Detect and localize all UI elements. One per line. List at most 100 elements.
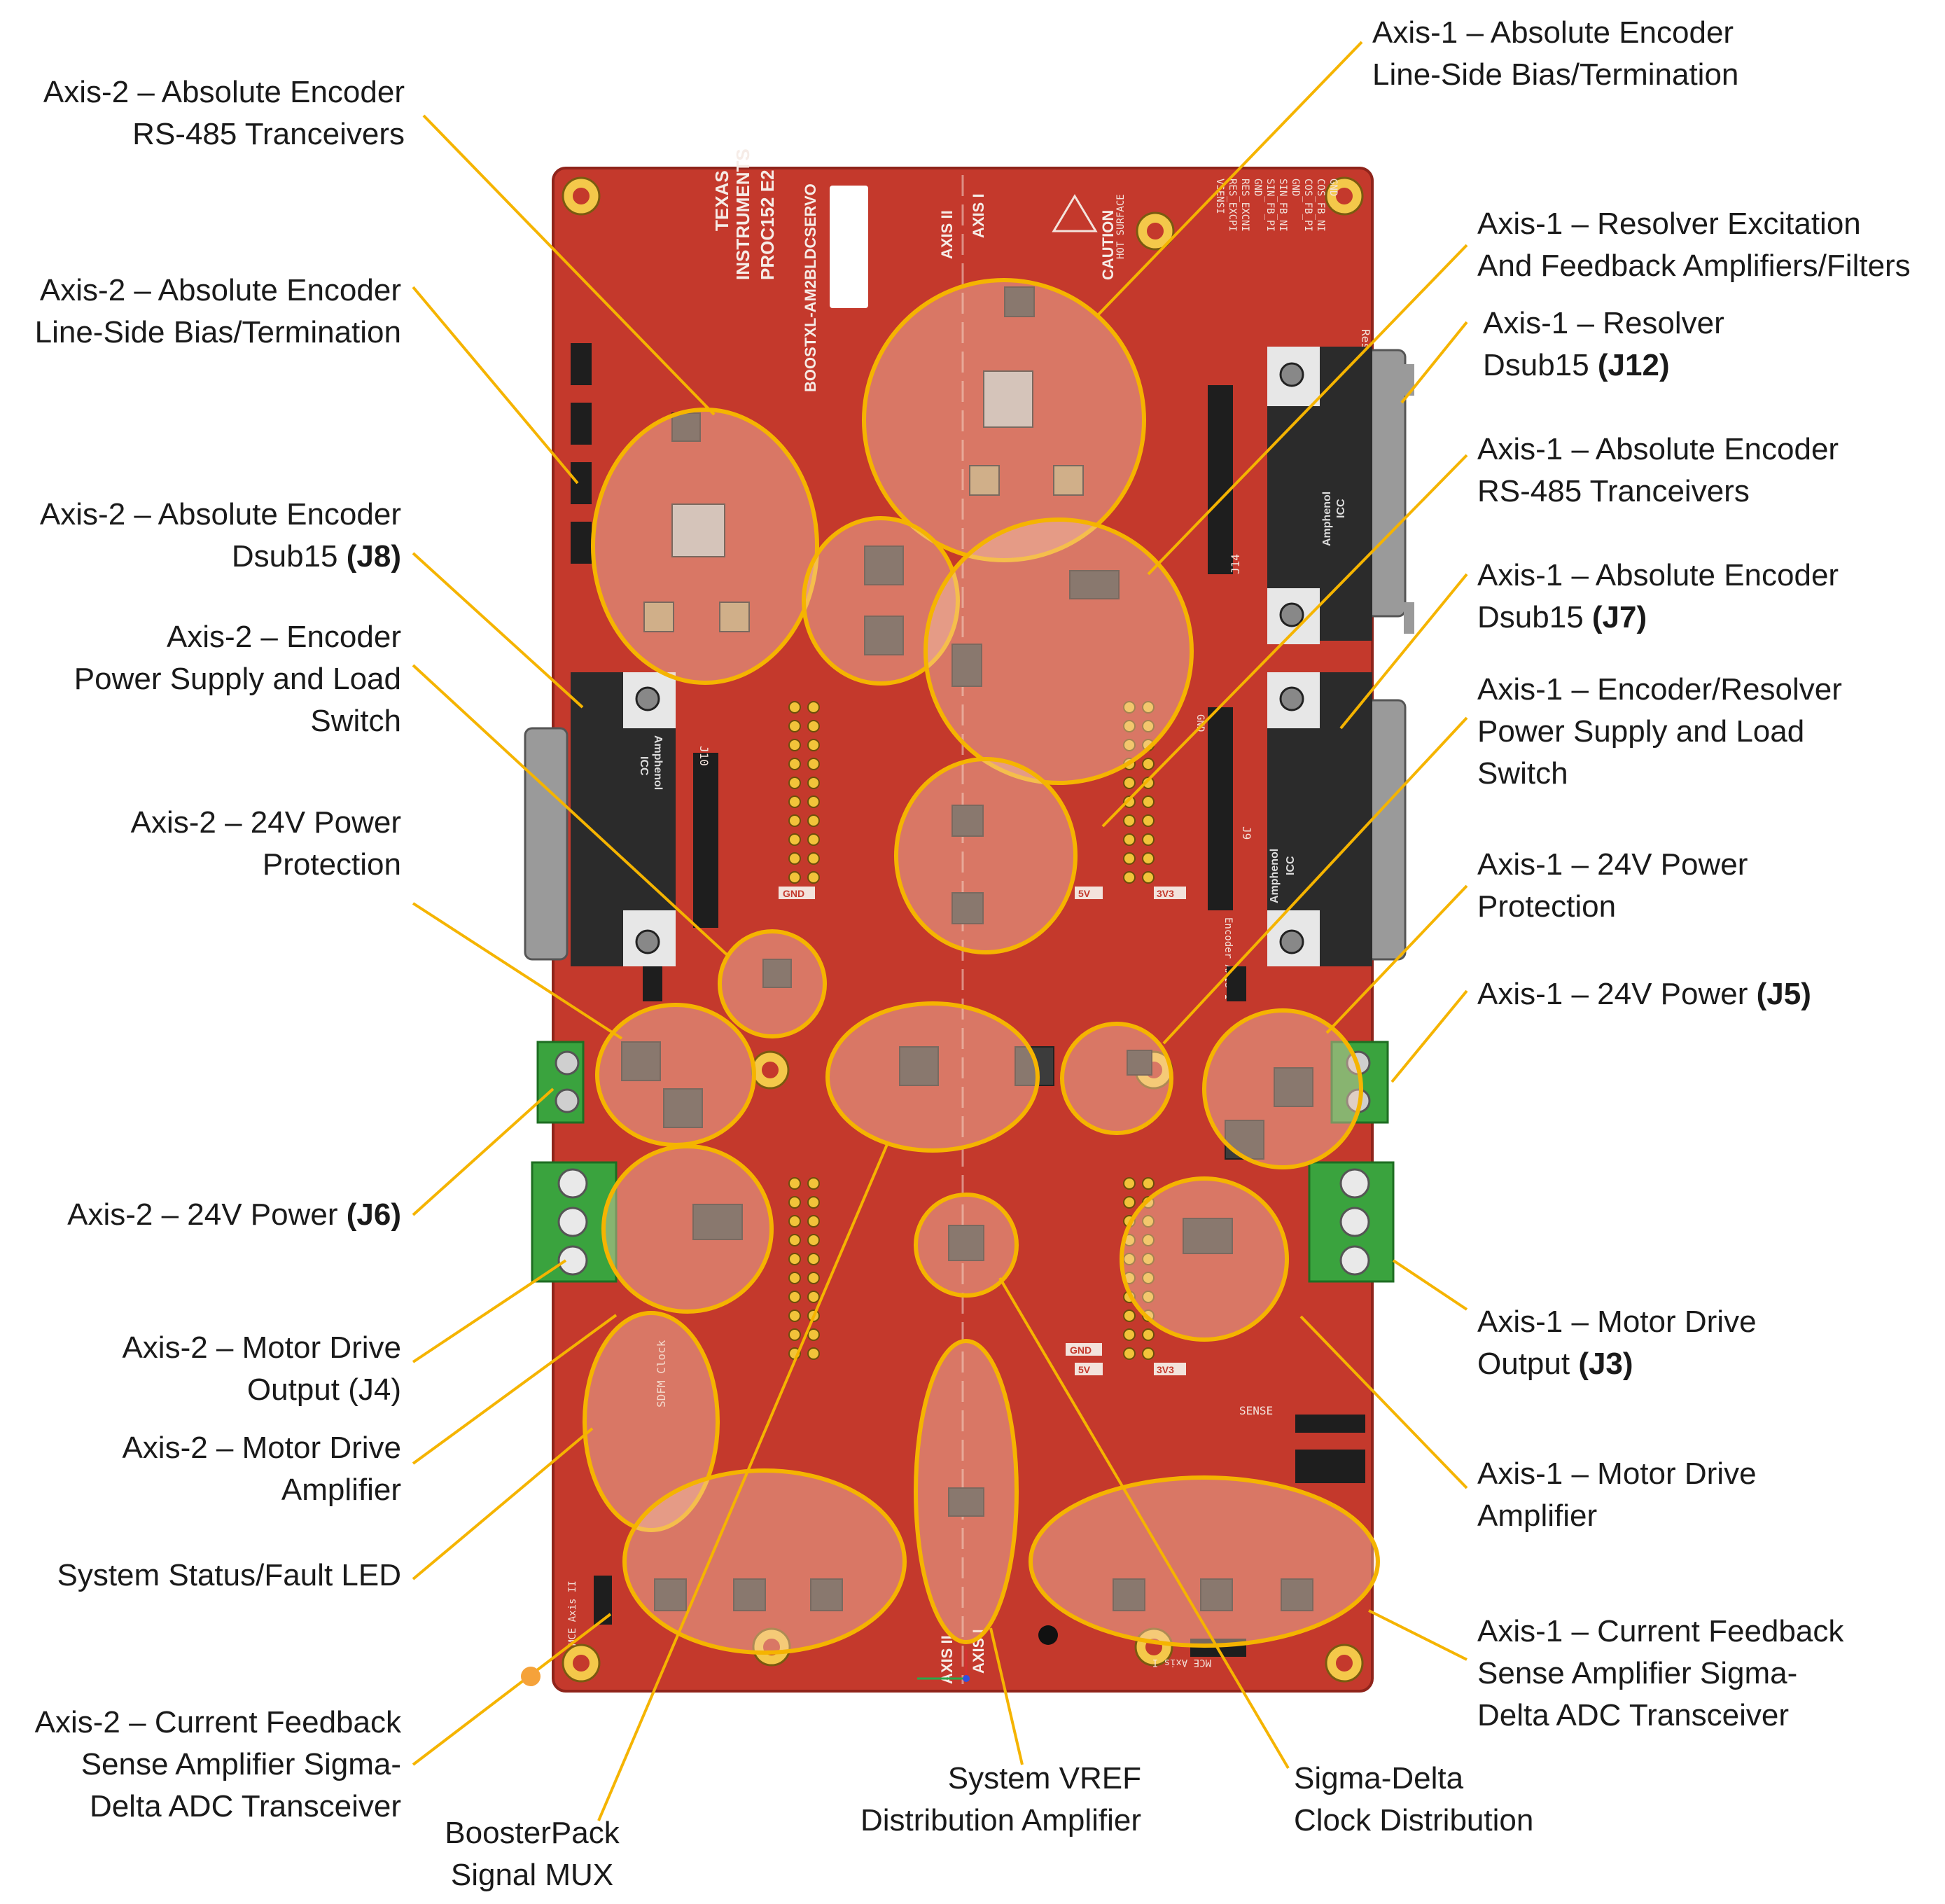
header-pin <box>1123 1328 1136 1341</box>
j14-pin-list: GND COS_FB_NI COS_FB_PI GND SIN_FB_NI SI… <box>1214 179 1339 232</box>
header-pin <box>1123 739 1136 751</box>
axis-triad-icon <box>917 1649 970 1682</box>
header-pin <box>788 1309 801 1322</box>
header-pin <box>1142 1272 1155 1284</box>
svg-text:ICC: ICC <box>1285 856 1297 875</box>
header-pin <box>807 852 820 865</box>
header-pin <box>788 871 801 884</box>
dsub-screw-icon <box>635 686 660 711</box>
dsub-j12: Amphenol ICC <box>1267 347 1414 644</box>
svg-text:3V3: 3V3 <box>1157 888 1174 899</box>
header-pin <box>788 1196 801 1209</box>
j14-pin: SIN_FB_NI <box>1277 179 1288 232</box>
svg-text:Amphenol: Amphenol <box>1321 492 1333 546</box>
board-name: BOOSTXL-AM2BLDCSERVO <box>802 183 819 392</box>
header-pin <box>1142 1328 1155 1341</box>
header-pin <box>807 1234 820 1246</box>
svg-text:Amphenol: Amphenol <box>652 735 664 790</box>
j14-pin: RES_EXCPI <box>1227 179 1238 232</box>
header-pin <box>788 1291 801 1303</box>
region-ax2-24vprot <box>595 1003 756 1147</box>
header-pin <box>788 1253 801 1265</box>
axis-i-top: AXIS I <box>970 193 987 238</box>
header-pin <box>788 1215 801 1228</box>
header-pin <box>1123 871 1136 884</box>
ic-packages <box>621 286 1313 1611</box>
region-ax1-rs485 <box>923 517 1194 785</box>
svg-text:ICC: ICC <box>638 756 650 776</box>
header-pin <box>1142 720 1155 732</box>
jumpers-right <box>1190 1415 1365 1657</box>
terminal-j6 <box>536 1041 585 1124</box>
header-pin <box>1123 833 1136 846</box>
terminal-j3 <box>1308 1161 1395 1283</box>
status-led-icon <box>521 1667 541 1686</box>
brand-line1: TEXAS <box>711 170 732 231</box>
header-pin <box>1142 777 1155 789</box>
header-pin <box>807 1347 820 1360</box>
header-pin <box>788 795 801 808</box>
dsub-screw-icon <box>1279 362 1304 387</box>
header-pin <box>1142 1291 1155 1303</box>
header-pin <box>807 1177 820 1190</box>
header-pin <box>1142 1177 1155 1190</box>
j14-pin: GND <box>1290 179 1301 196</box>
callout-sys-led: System Status/Fault LED <box>57 1558 401 1592</box>
board-part: PROC152 E2 <box>757 169 778 280</box>
header-j9: GND Encoder AXIS I J9 <box>1194 707 1253 1000</box>
power-tags: GND 5V 3V3 GND 5V 3V3 <box>779 887 1186 1375</box>
header-pin <box>807 1215 820 1228</box>
header-pin <box>788 777 801 789</box>
highlight-regions <box>583 278 1380 1655</box>
svg-text:GND: GND <box>783 888 804 899</box>
header-pin <box>1123 1347 1136 1360</box>
j14-pin: GND <box>1327 179 1339 196</box>
header-pin <box>1123 777 1136 789</box>
region-ax2-motorout <box>601 1144 774 1314</box>
dsub-j7: Amphenol ICC <box>1267 672 1407 966</box>
region-ax1-24v <box>1202 1008 1363 1169</box>
header-pin <box>807 777 820 789</box>
header-pin <box>807 758 820 770</box>
header-pin <box>788 720 801 732</box>
region-ax2-bias <box>591 408 819 685</box>
region-ax1-bias <box>862 278 1146 562</box>
header-pin <box>807 1328 820 1341</box>
region-ax1-motorout <box>1120 1176 1289 1342</box>
header-pin <box>1142 833 1155 846</box>
header-pin <box>1142 1253 1155 1265</box>
header-pin <box>1142 871 1155 884</box>
hot-surface-text: HOT SURFACE <box>1115 194 1127 259</box>
header-pin <box>807 1291 820 1303</box>
header-pin <box>1142 852 1155 865</box>
header-pin <box>807 1272 820 1284</box>
header-pin <box>1123 795 1136 808</box>
header-pin <box>788 739 801 751</box>
svg-text:Amphenol: Amphenol <box>1269 849 1281 903</box>
region-ax2-rs485 <box>802 516 960 686</box>
region-sdclk <box>914 1193 1019 1298</box>
header-pin <box>1123 720 1136 732</box>
mce-axis-ii-label: MCE Axis II <box>567 1580 578 1646</box>
j14-pin: GND <box>1252 179 1263 196</box>
svg-text:GND: GND <box>1070 1344 1092 1356</box>
header-pin <box>788 701 801 714</box>
pcb-board: TEXAS INSTRUMENTS PROC152 E2 BOOSTXL-AM2… <box>552 148 1374 1693</box>
leader-lines <box>412 41 1468 1821</box>
svg-text:ICC: ICC <box>1335 499 1347 518</box>
header-pin <box>1123 814 1136 827</box>
axis-ii-top: AXIS II <box>938 210 956 259</box>
svg-text:5V: 5V <box>1078 1364 1091 1375</box>
region-ax2-motoramp <box>583 1311 720 1532</box>
header-pin <box>788 852 801 865</box>
